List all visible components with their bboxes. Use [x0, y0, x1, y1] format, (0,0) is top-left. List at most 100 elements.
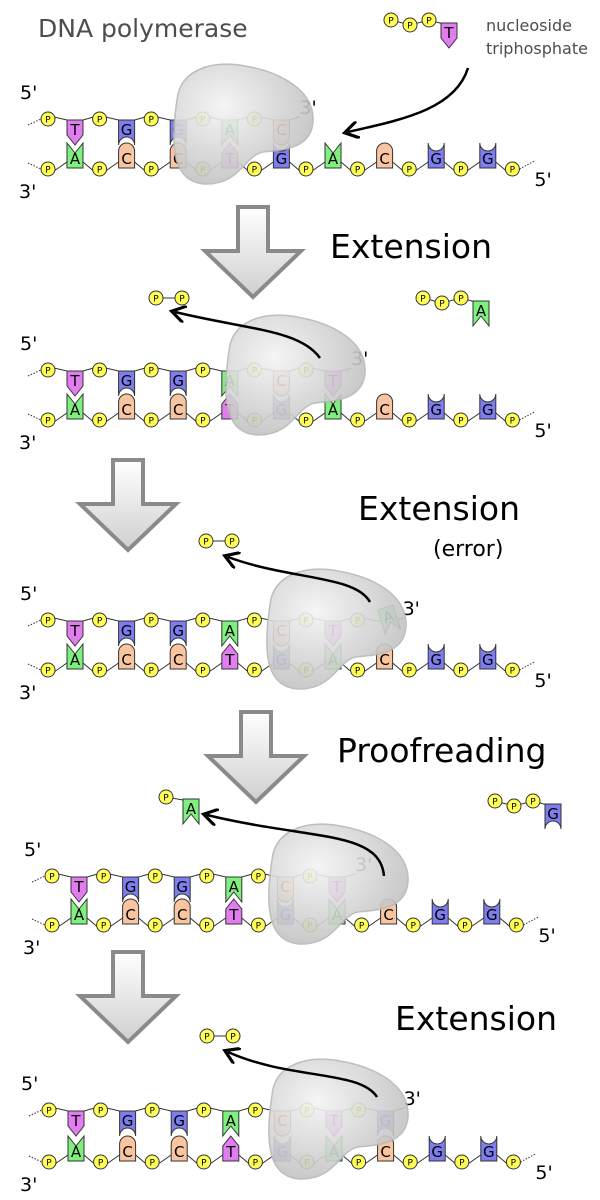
base-label: A [476, 302, 487, 320]
phosphate-label: P [45, 166, 51, 176]
base-g [479, 142, 497, 169]
five-prime-label: 5' [20, 333, 37, 355]
base-g [479, 393, 497, 420]
phosphate-icon [405, 917, 421, 933]
phosphate-label: P [97, 667, 103, 677]
phosphate-label: P [406, 667, 412, 677]
phosphate-icon [383, 12, 399, 28]
phosphate-label: P [201, 1159, 207, 1169]
base-g [118, 370, 136, 397]
base-label: G [173, 1112, 185, 1130]
base-g [431, 898, 449, 925]
phosphate-label: P [355, 417, 361, 427]
three-prime-label: 3' [404, 1088, 421, 1110]
base-g [427, 142, 445, 169]
base-label: C [121, 401, 131, 419]
phosphate-icon [44, 868, 60, 884]
five-prime-label: 5' [534, 420, 551, 442]
phosphate-icon [92, 362, 108, 378]
phosphate-icon [247, 1102, 263, 1118]
phosphate-icon [351, 1154, 367, 1170]
base-label: A [70, 651, 81, 669]
base-t [221, 643, 239, 670]
phosphate-icon [147, 917, 163, 933]
strand-lead [28, 1155, 43, 1163]
base-label: T [73, 878, 84, 896]
phosphate-label: P [355, 667, 361, 677]
phosphate-icon [250, 868, 266, 884]
phosphate-label: P [45, 116, 51, 126]
phosphate-label: P [420, 295, 426, 305]
phosphate-icon [143, 111, 159, 127]
phosphate-label: P [230, 1033, 236, 1043]
phosphate-label: P [149, 1159, 155, 1169]
base-t [67, 1110, 85, 1137]
phosphate-icon [144, 1154, 160, 1170]
phosphate-icon [143, 412, 159, 428]
base-label: C [121, 150, 131, 168]
base-label: G [172, 372, 184, 390]
phosphate-icon [350, 662, 366, 678]
base-c [376, 393, 394, 420]
phosphate-label: P [45, 367, 51, 377]
base-label: A [229, 878, 240, 896]
base-label: A [74, 906, 85, 924]
phosphate-icon [143, 662, 159, 678]
five-prime-label: 5' [21, 1073, 38, 1095]
phosphate-icon [246, 161, 262, 177]
excision-arrow [207, 815, 386, 877]
base-label: G [486, 906, 498, 924]
phosphate-icon [93, 1102, 109, 1118]
step-label-2: Extension [358, 489, 520, 528]
base-label: T [443, 24, 454, 42]
base-label: C [173, 651, 183, 669]
step-arrow-icon [200, 205, 306, 300]
base-g [118, 620, 136, 647]
phosphate-icon [401, 412, 417, 428]
base-c [170, 1135, 188, 1162]
phosphate-icon [144, 1102, 160, 1118]
strand-lead [519, 661, 535, 671]
phosphate-icon [246, 662, 262, 678]
phosphate-icon [44, 917, 60, 933]
dna-polymerase-enzyme [266, 568, 407, 690]
backbone [390, 19, 448, 26]
phosphate-icon [247, 1154, 263, 1170]
base-c [118, 142, 136, 169]
three-prime-label: 3' [19, 181, 36, 203]
base-a [472, 300, 490, 328]
phosphate-label: P [204, 873, 210, 883]
base-label: T [224, 651, 235, 669]
base-g [169, 620, 187, 647]
phosphate-icon [195, 662, 211, 678]
base-label: G [172, 622, 184, 640]
phosphate-label: P [355, 166, 361, 176]
step-label-3: Proofreading [337, 731, 547, 770]
phosphate-icon [40, 662, 56, 678]
base-c [169, 393, 187, 420]
phosphate-label: P [511, 1159, 517, 1169]
base-a [225, 876, 243, 904]
phosphate-label: P [46, 1159, 52, 1169]
phosphate-icon [250, 917, 266, 933]
phosphate-label: P [201, 1107, 207, 1117]
five-prime-label: 5' [20, 82, 37, 104]
base-label: C [122, 1143, 132, 1161]
base-c [119, 1135, 137, 1162]
phosphate-icon [402, 17, 418, 33]
phosphate-label: P [256, 922, 262, 932]
base-g [118, 119, 136, 146]
phosphate-label: P [45, 617, 51, 627]
phosphate-label: P [163, 794, 169, 804]
base-label: T [69, 121, 80, 139]
base-label: G [276, 150, 288, 168]
phosphate-label: P [203, 538, 209, 548]
phosphate-label: P [406, 166, 412, 176]
base-c [169, 643, 187, 670]
strand-lead [31, 918, 46, 926]
phosphate-icon [457, 917, 473, 933]
base-g [483, 898, 501, 925]
